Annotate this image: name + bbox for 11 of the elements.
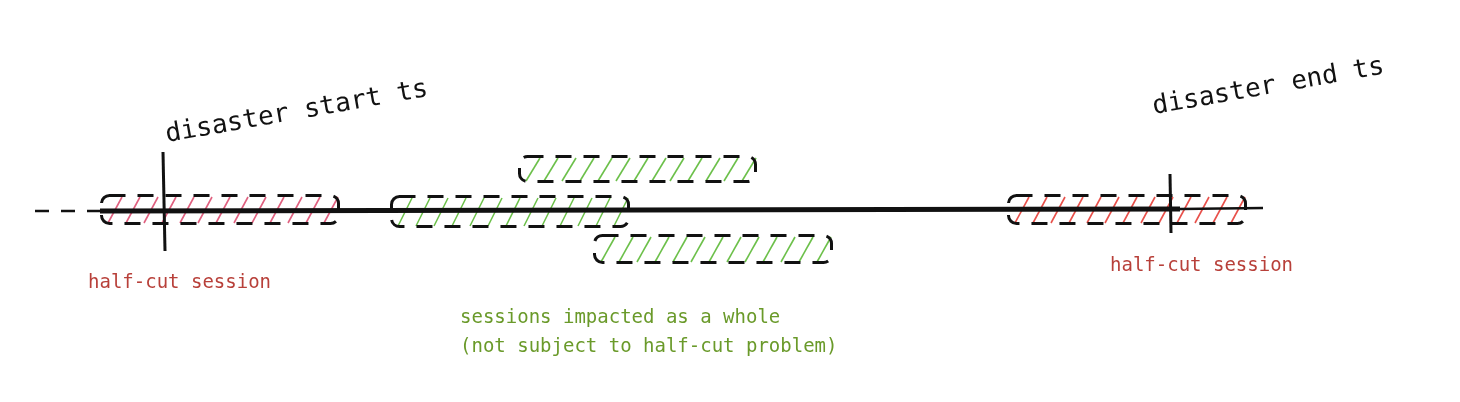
- timestamp-label: disaster start ts: [162, 72, 431, 148]
- session-bar: [518, 155, 757, 183]
- session-bar: [100, 194, 340, 225]
- session-bar: [593, 234, 833, 264]
- note-text: (not subject to half-cut problem): [460, 334, 838, 356]
- session-bar: [1007, 194, 1247, 225]
- session-bar: [390, 195, 630, 228]
- timestamp-label: disaster end ts: [1149, 49, 1387, 120]
- note-text: sessions impacted as a whole: [460, 305, 781, 327]
- session-label: half-cut session: [88, 270, 272, 292]
- session-label: half-cut session: [1110, 253, 1294, 275]
